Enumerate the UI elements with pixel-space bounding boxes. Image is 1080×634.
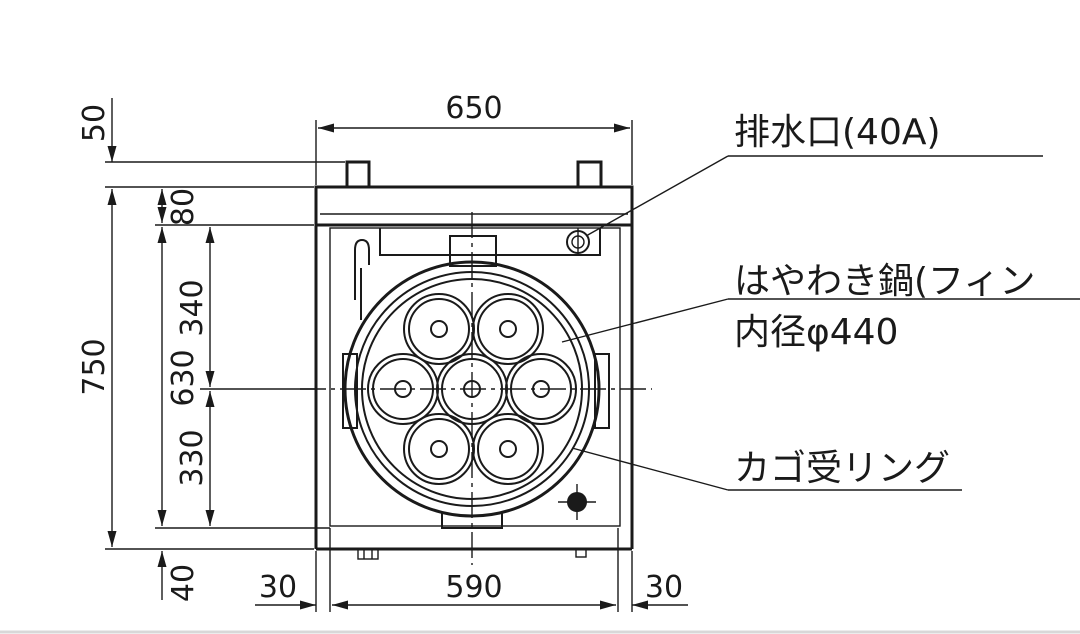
- center-lines: [300, 212, 652, 565]
- dim-bottom-inner-width: 590: [445, 570, 502, 605]
- basket: [403, 293, 475, 365]
- callout-kettle-diameter: 内径φ440: [734, 312, 898, 353]
- dim-left-bottom-step: 40: [166, 564, 201, 602]
- callout-drain-outlet: 排水口(40A): [734, 112, 941, 153]
- dim-left-top: 50: [77, 104, 112, 142]
- callouts: 排水口(40A) はやわき鍋(フィン 内径φ440 カゴ受リング: [561, 112, 1080, 491]
- basket: [472, 293, 544, 365]
- dimension-labels: 650 590 30 30 50 750 80 630 340 330 40: [77, 91, 683, 605]
- basket: [472, 413, 544, 485]
- dimension-lines: [105, 98, 688, 612]
- equipment-body: [314, 160, 634, 560]
- dim-bottom-right-margin: 30: [645, 570, 683, 605]
- dim-top-width: 650: [445, 91, 502, 126]
- dim-left-total-height: 750: [77, 338, 112, 395]
- dim-bottom-left-margin: 30: [259, 570, 297, 605]
- dim-left-upper-inner: 340: [175, 279, 210, 336]
- callout-basket-ring: カゴ受リング: [734, 448, 950, 489]
- dim-left-inner-height: 630: [166, 349, 201, 406]
- callout-kettle-name: はやわき鍋(フィン: [734, 261, 1035, 302]
- dim-left-upper-step: 80: [166, 188, 201, 226]
- dim-left-lower-inner: 330: [175, 429, 210, 486]
- basket: [403, 413, 475, 485]
